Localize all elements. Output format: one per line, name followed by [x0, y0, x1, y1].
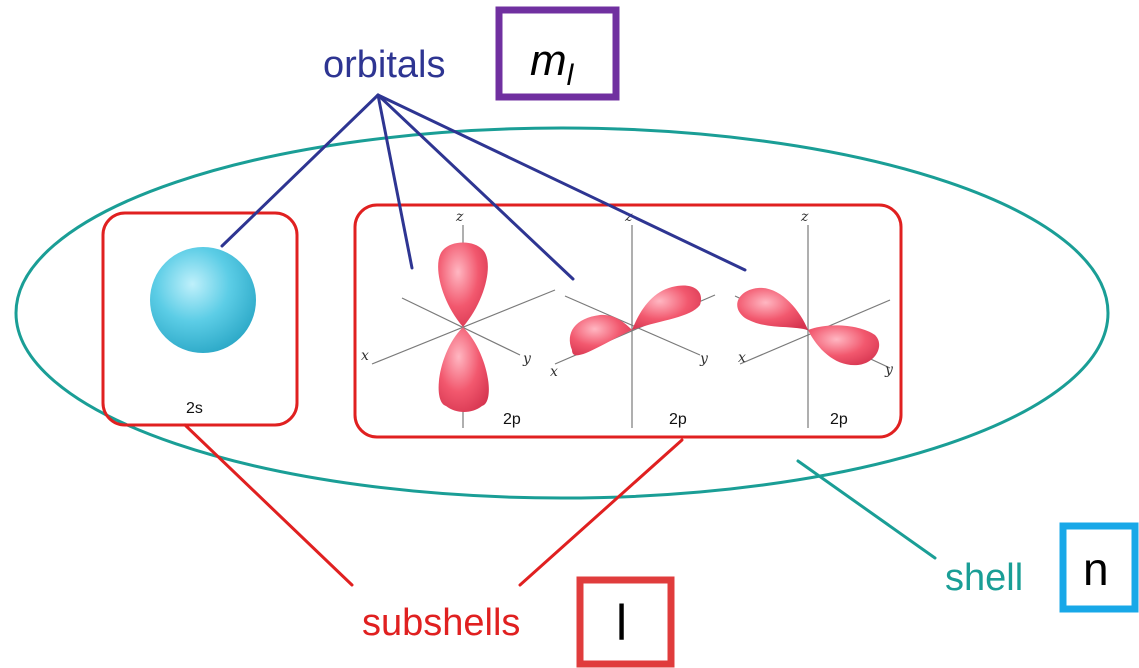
ml-subscript: l — [567, 59, 575, 92]
orbitals-label: orbitals — [323, 44, 446, 86]
p-orbital-label: 2p — [503, 411, 521, 428]
axis-label-z: z — [624, 209, 633, 225]
axis-label-z: z — [455, 209, 464, 225]
subshell-connectors — [183, 423, 684, 587]
l-quantum-box — [576, 576, 675, 668]
axis-label-x: x — [361, 348, 369, 364]
p-orbital-y: z x y 2p — [734, 209, 894, 428]
ml-main: m — [530, 36, 567, 85]
shell-label: shell — [945, 557, 1023, 599]
s-orbital-sphere — [150, 247, 256, 353]
shell-ellipse — [14, 126, 1110, 500]
p-orbital-x: z x y 2p — [550, 209, 716, 428]
p-orbital-z: z x y 2p — [361, 209, 556, 428]
ml-quantum-label: ml — [530, 36, 575, 92]
n-quantum-box — [1059, 522, 1139, 613]
p-orbital-label: 2p — [830, 411, 848, 428]
axis-label-z: z — [800, 209, 809, 225]
subshell-box-p — [353, 203, 903, 439]
axis-label-y: y — [884, 362, 894, 378]
subshells-label: subshells — [362, 602, 520, 644]
subshell-box-s — [101, 211, 299, 427]
l-quantum-label: l — [616, 595, 627, 651]
axis-label-x: x — [550, 364, 558, 380]
orbital-connectors — [220, 93, 747, 281]
axis-label-y: y — [699, 351, 709, 367]
shell-connector — [796, 459, 937, 560]
ml-quantum-box — [495, 6, 620, 101]
n-quantum-label: n — [1083, 543, 1109, 595]
axis-label-y: y — [522, 351, 532, 367]
s-orbital-label: 2s — [186, 400, 203, 417]
p-orbital-label: 2p — [669, 411, 687, 428]
axis-label-x: x — [738, 350, 746, 366]
